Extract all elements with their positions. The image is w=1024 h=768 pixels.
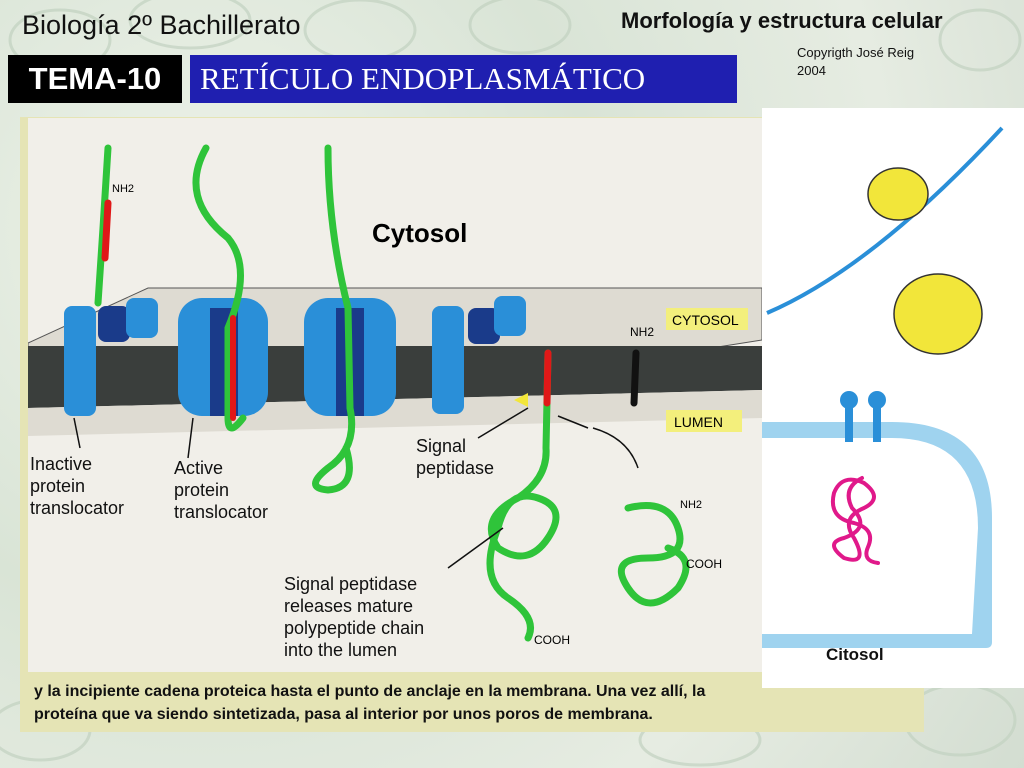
explanation-line-2: proteína que va siendo sintetizada, pasa… (34, 706, 653, 723)
inactive-label-1: Inactive (30, 454, 92, 474)
release-label-2: releases mature (284, 596, 413, 616)
copyright-name: Copyrigth José Reig (797, 45, 915, 60)
er-schematic (762, 126, 1004, 648)
nh2-bottom: NH2 (680, 499, 702, 511)
chain-5 (617, 502, 690, 607)
nh2-left: NH2 (112, 183, 134, 195)
inactive-label-2: protein (30, 476, 85, 496)
diagram-captions: Inactive protein translocator Active pro… (30, 436, 494, 660)
translocator-diagram: CYTOSOL LUMEN Cytosol NH2 NH2 NH2 COOH C… (28, 118, 762, 672)
lumen-tag: LUMEN (674, 414, 723, 430)
release-label-3: polypeptide chain (284, 618, 424, 638)
cooh-bottom: COOH (534, 633, 570, 647)
active-label-1: Active (174, 458, 223, 478)
cytosol-tag: CYTOSOL (672, 312, 739, 328)
free-signal (630, 349, 640, 407)
chain-3 (312, 144, 356, 494)
cooh-right: COOH (686, 557, 722, 571)
copyright-year: 2004 (797, 63, 826, 78)
citosol-label: Citosol (826, 645, 884, 664)
signal-1 (101, 199, 112, 262)
receptor-1 (840, 391, 858, 442)
copyright: Copyrigth José Reig 2004 (797, 44, 914, 80)
polypeptide-chains (94, 144, 690, 642)
membrane-bottom-face (28, 390, 762, 436)
active-label-2: protein (174, 480, 229, 500)
er-lumen-membrane (762, 422, 992, 648)
cytosol-tag-bg (666, 308, 748, 330)
chain-2 (192, 144, 247, 432)
tema-badge: TEMA-10 (8, 55, 182, 103)
signal-peptidase-triangle (514, 393, 528, 407)
inactive-label-3: translocator (30, 498, 124, 518)
explanation-text: y la incipiente cadena proteica hasta el… (34, 680, 914, 726)
release-label-1: Signal peptidase (284, 574, 417, 594)
explanation-line-1: y la incipiente cadena proteica hasta el… (34, 683, 706, 700)
translocator-2 (178, 298, 268, 416)
chain-1 (94, 144, 112, 307)
lumen-tag-bg (666, 410, 742, 432)
vesicle-small (867, 167, 929, 221)
signal-label-1: Signal (416, 436, 466, 456)
vesicle-large (893, 273, 983, 355)
release-label-4: into the lumen (284, 640, 397, 660)
translocator-1 (64, 298, 158, 416)
pointer-arrows (73, 407, 639, 569)
translocator-4 (432, 296, 526, 414)
folded-protein (831, 476, 880, 565)
signal-4 (543, 349, 552, 407)
nh2-right: NH2 (630, 325, 654, 339)
active-label-3: translocator (174, 502, 268, 522)
subject-title: Morfología y estructura celular (621, 8, 943, 33)
signal-label-2: peptidase (416, 458, 494, 478)
er-schematic-panel (762, 108, 1024, 688)
cytosol-heading: Cytosol (372, 218, 467, 248)
receptor-2 (868, 391, 886, 442)
page-title: RETÍCULO ENDOPLASMÁTICO (190, 55, 737, 103)
chain-4 (486, 349, 560, 642)
course-title: Biología 2º Bachillerato (22, 10, 301, 40)
outer-membrane-curve (766, 126, 1004, 315)
